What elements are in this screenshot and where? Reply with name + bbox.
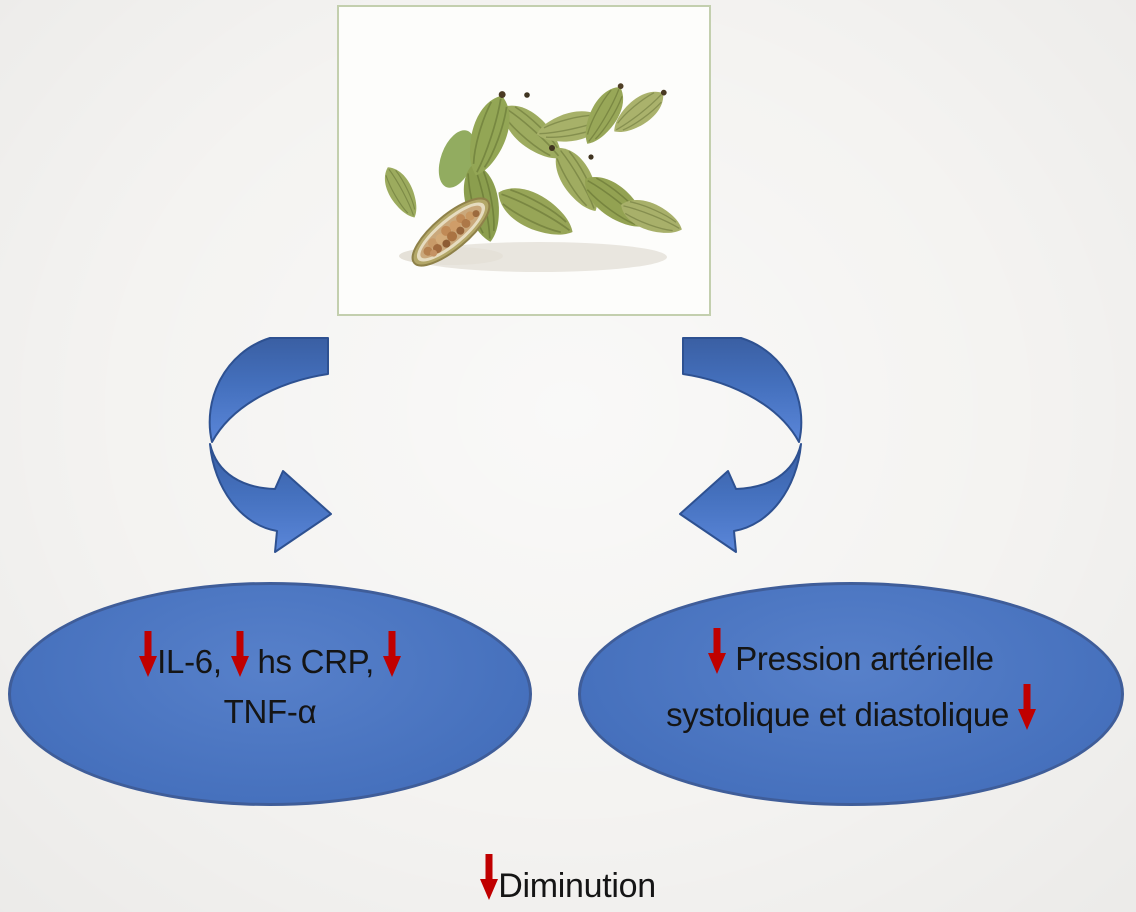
down-arrow-icon xyxy=(383,631,401,677)
cardamom-photo-frame xyxy=(337,5,711,316)
curved-arrow-left xyxy=(208,337,332,553)
cardamom-pod xyxy=(606,83,671,142)
legend-label: Diminution xyxy=(498,867,656,905)
down-arrow-icon xyxy=(231,631,249,677)
blood-pressure-text: Pression artérielle systolique et diasto… xyxy=(666,628,1036,740)
legend: Diminution xyxy=(0,851,1136,906)
inflammation-markers-ellipse: IL-6, hs CRP, TNF-α xyxy=(8,582,532,806)
tnf-label: TNF-α xyxy=(223,693,317,730)
cardamom-seeds xyxy=(423,210,480,257)
inflammation-markers-text: IL-6, hs CRP, TNF-α xyxy=(139,631,401,737)
pression-label: Pression artérielle xyxy=(726,640,994,677)
systolique-label: systolique et diastolique xyxy=(666,696,1018,733)
il6-label: IL-6, xyxy=(157,643,231,680)
blood-pressure-line1: Pression artérielle xyxy=(666,628,1036,684)
cardamom-pods-illustration xyxy=(339,7,709,314)
down-arrow-icon xyxy=(139,631,157,677)
cardamom-leaf xyxy=(438,130,476,188)
down-arrow-icon xyxy=(708,628,726,674)
hscrp-label: hs CRP, xyxy=(248,643,383,680)
down-arrow-icon xyxy=(1018,684,1036,730)
curved-arrow-right xyxy=(679,337,803,553)
split-cardamom-pod xyxy=(411,197,491,267)
cardamom-pod xyxy=(459,90,519,181)
cardamom-pod xyxy=(575,80,632,151)
inflammation-line1: IL-6, hs CRP, xyxy=(139,631,401,687)
blood-pressure-line2: systolique et diastolique xyxy=(666,684,1036,740)
down-arrow-icon xyxy=(480,854,498,900)
inflammation-line2: TNF-α xyxy=(139,687,401,737)
blood-pressure-ellipse: Pression artérielle systolique et diasto… xyxy=(578,582,1124,806)
